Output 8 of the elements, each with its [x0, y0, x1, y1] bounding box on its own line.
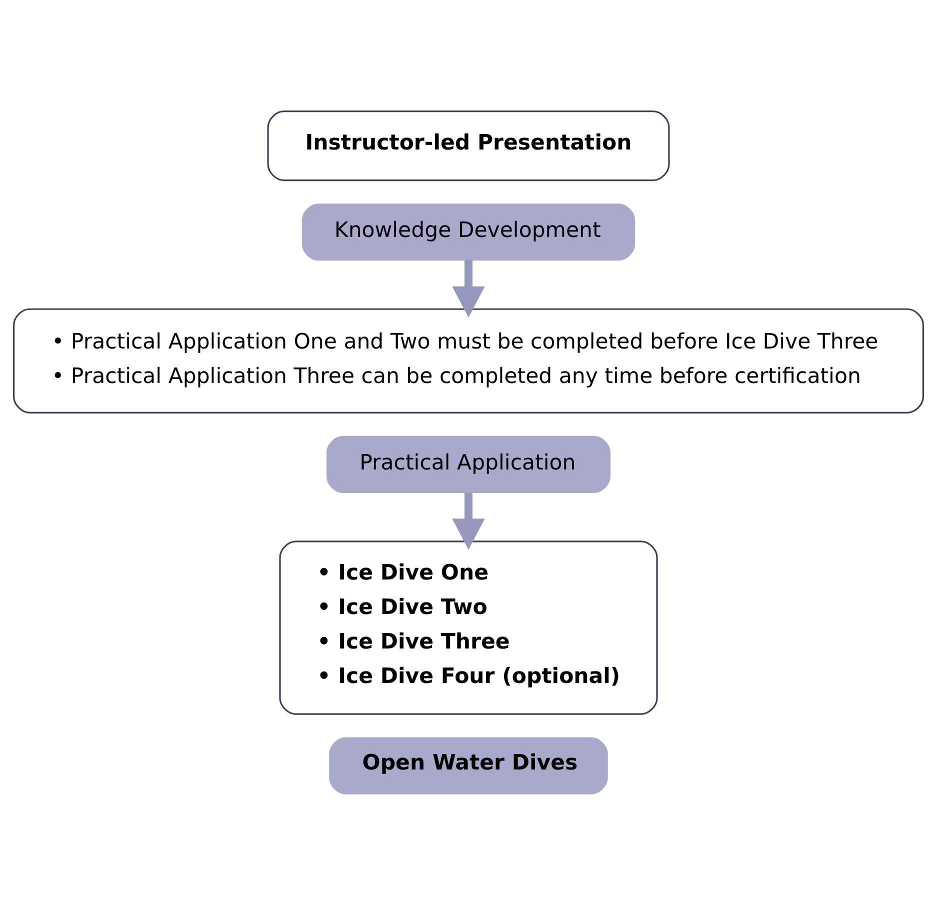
arrow: [452, 260, 485, 318]
node-box: Practical Application: [326, 436, 611, 493]
node-box: Knowledge Development: [302, 204, 636, 261]
node-box: • Ice Dive One • Ice Dive Two • Ice Dive Three • Ice Dive Four (optional): [279, 540, 658, 715]
node-box: Open Water Dives: [329, 737, 608, 794]
node-box: • Practical Application One and Two must be completed before Ice Dive Three • Practical Application Three can be completed any time before certification: [13, 308, 924, 414]
node-box: Instructor-led Presentation: [267, 110, 670, 182]
arrow: [452, 492, 485, 550]
